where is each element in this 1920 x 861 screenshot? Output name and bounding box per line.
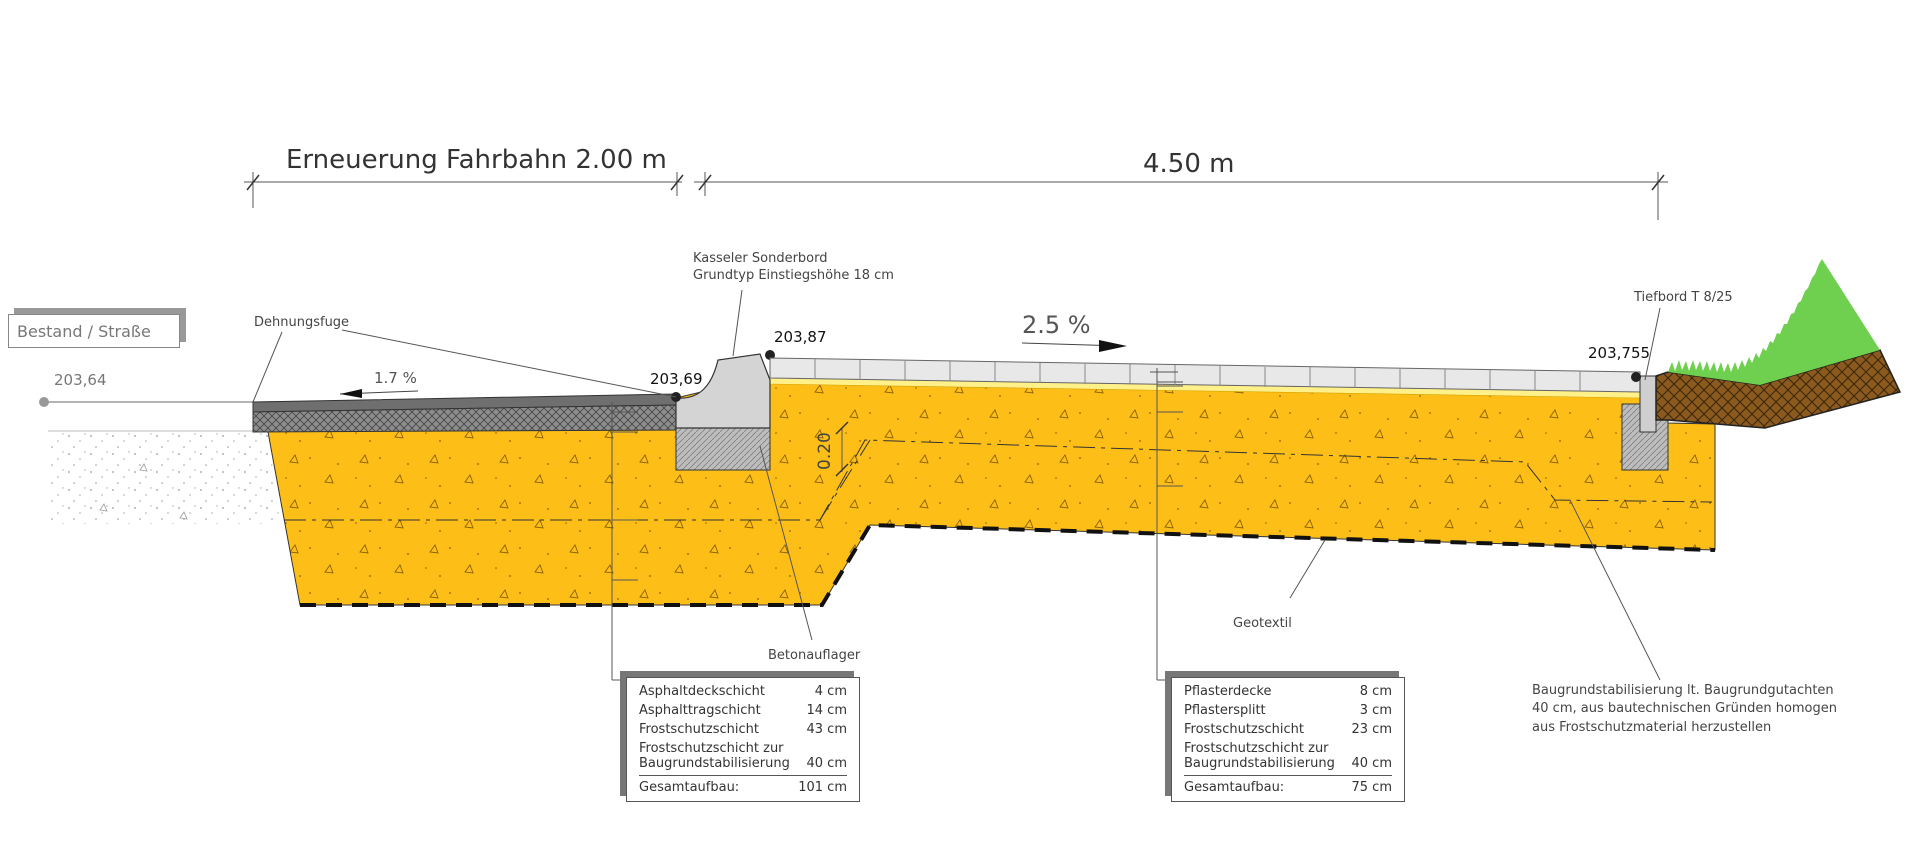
stabilisierung-lines: [284, 439, 1713, 521]
elevation-bestand: 203,64: [54, 371, 107, 389]
beton-depth-dim: 0.20: [815, 421, 849, 477]
dimension-right-label: 4.50 m: [1143, 149, 1234, 179]
geotextil-line: [300, 522, 1716, 607]
label-baugrund-2: 40 cm, aus bautechnischen Gründen homoge…: [1532, 701, 1837, 716]
dimension-left: Erneuerung Fahrbahn 2.00 m: [244, 145, 684, 208]
kasseler-sonderbord: [675, 353, 771, 429]
table-row-total: Gesamtaufbau:101 cm: [639, 775, 847, 797]
label-baugrund-3: aus Frostschutzmaterial herzustellen: [1532, 720, 1771, 735]
slope-gehweg: 2.5 %: [1021, 311, 1127, 352]
section-lines: [611, 368, 1183, 681]
label-geotextil: Geotextil: [1233, 616, 1292, 631]
leader-lines: [252, 289, 1661, 681]
marker-tiefbord: [1631, 372, 1641, 382]
slope-gehweg-label: 2.5 %: [1022, 311, 1091, 339]
label-kasseler-1: Kasseler Sonderbord: [693, 251, 828, 266]
betonauflager: [675, 427, 771, 471]
table-row-total: Gesamtaufbau:75 cm: [1184, 775, 1392, 797]
label-dehnungsfuge: Dehnungsfuge: [254, 315, 349, 330]
bestand-label: Bestand / Straße: [17, 321, 151, 341]
elevation-bord-low: 203,69: [650, 370, 703, 388]
tiefbord: [1639, 375, 1657, 433]
paver-joints: [814, 359, 1581, 391]
bestand-area: [39, 397, 280, 524]
label-baugrund-1: Baugrundstabilisierung lt. Baugrundgutac…: [1532, 683, 1834, 698]
bestand-label-box: Bestand / Straße: [8, 314, 180, 348]
label-tiefbord: Tiefbord T 8/25: [1633, 290, 1733, 305]
label-betonauflager: Betonauflager: [768, 648, 861, 663]
elevation-tiefbord: 203,755: [1588, 344, 1650, 362]
marker-bord-top: [765, 350, 775, 360]
slope-fahrbahn-label: 1.7 %: [374, 369, 417, 387]
grass: [1668, 259, 1880, 385]
elevation-bord-top: 203,87: [774, 328, 827, 346]
slope-fahrbahn: 1.7 %: [339, 369, 419, 398]
label-kasseler-2: Grundtyp Einstiegshöhe 18 cm: [693, 268, 894, 283]
beton-depth-label: 0.20: [815, 432, 835, 470]
dimension-left-label: Erneuerung Fahrbahn 2.00 m: [286, 145, 667, 175]
oberboden: [1655, 349, 1902, 429]
dimension-right: 4.50 m: [694, 149, 1668, 220]
